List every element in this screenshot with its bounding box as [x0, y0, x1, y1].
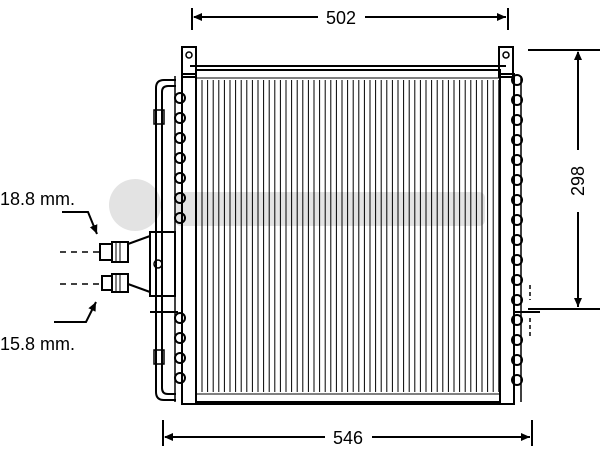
lower-right-bracket: [514, 285, 540, 336]
height-dimension: 298: [528, 49, 600, 310]
lower-fitting-size-label: 15.8 mm.: [0, 334, 75, 354]
cooling-fins: [201, 80, 500, 392]
height-label: 298: [568, 166, 588, 196]
upper-fitting: [99, 241, 129, 263]
left-header-tank: [174, 73, 197, 405]
left-tube-ends: [174, 92, 186, 384]
upper-fitting-size-label: 18.8 mm.: [0, 189, 75, 209]
frame-rails: [190, 65, 506, 405]
fitting-centerlines: [60, 251, 100, 285]
top-dimension: 502: [191, 8, 509, 30]
lower-fitting: [101, 273, 129, 293]
right-tube-ends: [511, 74, 523, 386]
bottom-width-label: 546: [333, 428, 363, 448]
left-bypass-pipe: [153, 79, 176, 401]
condenser-core: [195, 69, 501, 403]
pipe-flange: [127, 231, 178, 313]
right-header-tank: [499, 73, 523, 405]
fitting-leaders: [54, 211, 98, 323]
top-width-label: 502: [326, 8, 356, 28]
mounting-brackets: [181, 46, 514, 78]
bottom-dimension: 546: [162, 420, 533, 448]
